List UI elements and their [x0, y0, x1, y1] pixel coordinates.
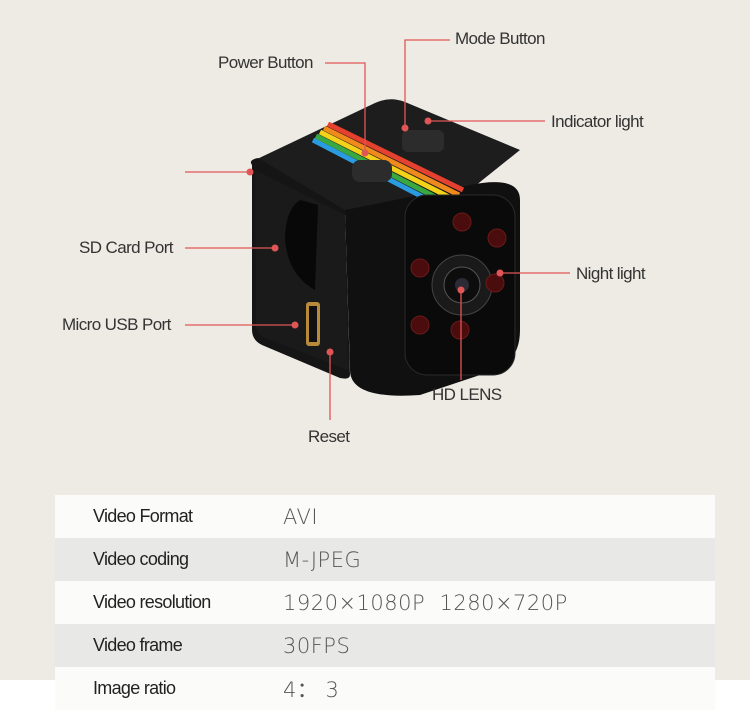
mode-button-label: Mode Button: [455, 29, 545, 48]
spec-value: 30FPS: [283, 633, 351, 658]
ir-leds: [410, 212, 507, 340]
callout-dots: [246, 117, 504, 356]
power-button-label: Power Button: [218, 53, 313, 72]
reset-label: Reset: [308, 427, 350, 446]
sd-slot: [285, 200, 318, 290]
spec-table: Video Format AVI Video coding M-JPEG Vid…: [55, 495, 715, 710]
callout-lines: [185, 39, 570, 420]
spec-label: Video resolution: [93, 592, 211, 612]
spec-row: Video frame 30FPS: [55, 624, 715, 667]
power-button-shape: [352, 160, 392, 182]
spec-value: 4： 3: [283, 677, 340, 702]
spec-label: Video frame: [93, 635, 183, 655]
spec-row: Video resolution 1920×1080P 1280×720P: [55, 581, 715, 624]
sd-card-port-label: SD Card Port: [79, 238, 173, 257]
mini-camera-image: [250, 99, 520, 396]
spec-row: Image ratio 4： 3: [55, 667, 715, 710]
night-light-label: Night light: [576, 264, 646, 283]
spec-label: Video Format: [93, 506, 193, 526]
micro-usb-port-label: Micro USB Port: [62, 315, 171, 334]
spec-value: M-JPEG: [283, 547, 362, 572]
spec-row: Video Format AVI: [55, 495, 715, 538]
hd-lens-label: HD LENS: [432, 385, 502, 404]
camera-diagram: [185, 39, 570, 420]
indicator-light-label: Indicator light: [551, 112, 644, 131]
spec-label: Video coding: [93, 549, 189, 569]
mode-button-shape: [402, 130, 444, 152]
spec-value: 1920×1080P 1280×720P: [283, 590, 568, 615]
spec-row: Video coding M-JPEG: [55, 538, 715, 581]
spec-value: AVI: [283, 504, 319, 529]
spec-label: Image ratio: [93, 678, 176, 698]
